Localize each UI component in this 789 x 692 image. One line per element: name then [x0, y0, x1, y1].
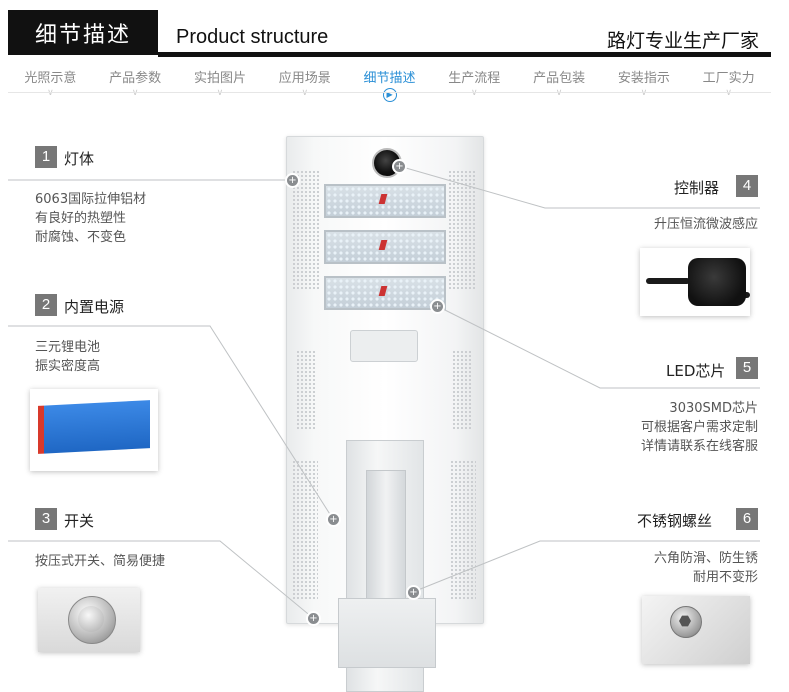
microwave-controller-image	[688, 258, 746, 306]
nav-item-lighting[interactable]: 光照示意 ∨	[8, 62, 93, 98]
vent-pattern	[452, 350, 472, 430]
play-circle-icon: ▶	[382, 88, 397, 102]
feature-title: 控制器	[674, 179, 720, 197]
chevron-down-icon: ∨	[216, 88, 224, 98]
vent-pattern	[292, 460, 318, 600]
nav-item-install[interactable]: 安装指示 ∨	[601, 62, 686, 98]
pole-rib	[366, 470, 406, 622]
feature-desc-line: 可根据客户需求定制	[640, 420, 758, 435]
marker-body[interactable]: +	[287, 175, 298, 186]
nav-item-label: 实拍图片	[193, 71, 246, 86]
nav-item-photos[interactable]: 实拍图片 ∨	[178, 62, 263, 98]
nav-item-label: 生产流程	[448, 71, 501, 86]
feature-number: 3	[35, 508, 57, 530]
feature-number: 2	[35, 294, 57, 316]
feature-desc-line: 升压恒流微波感应	[653, 217, 758, 232]
cable-image	[646, 278, 690, 284]
section-nav: 光照示意 ∨ 产品参数 ∨ 实拍图片 ∨ 应用场景 ∨ 细节描述 ▶ 生产流程 ∨ 产品包装…	[8, 62, 771, 102]
battery-pack-image	[38, 400, 150, 454]
section-subtitle-en: Product structure	[176, 26, 329, 48]
nav-item-packaging[interactable]: 产品包装 ∨	[517, 62, 602, 98]
nav-item-label: 光照示意	[24, 71, 77, 86]
feature-title: LED芯片	[666, 362, 726, 380]
feature-desc-line: 6063国际拉伸铝材	[35, 192, 147, 207]
feature-desc-line: 振实密度高	[35, 359, 101, 374]
marker-screw[interactable]: +	[408, 587, 419, 598]
nav-item-details[interactable]: 细节描述 ▶	[347, 62, 432, 102]
push-switch-center	[78, 606, 104, 632]
feature-number: 5	[736, 357, 758, 379]
feature-number: 4	[736, 175, 758, 197]
marker-controller[interactable]: +	[394, 161, 405, 172]
chevron-down-icon: ∨	[471, 88, 478, 98]
vent-pattern	[448, 170, 476, 290]
feature-desc-line: 耐用不变形	[692, 570, 758, 585]
nav-item-label: 应用场景	[278, 71, 331, 86]
feature-desc-line: 耐腐蚀、不变色	[35, 230, 127, 245]
chevron-down-icon: ∨	[47, 88, 54, 98]
battery-photo	[30, 389, 158, 471]
feature-title: 开关	[64, 512, 95, 530]
feature-title: 灯体	[64, 150, 95, 168]
led-module	[324, 184, 446, 218]
nav-item-scenes[interactable]: 应用场景 ∨	[262, 62, 347, 98]
nav-item-label: 安装指示	[617, 71, 670, 86]
feature-desc-line: 详情请联系在线客服	[640, 439, 758, 454]
nav-item-label: 细节描述	[363, 71, 416, 86]
header-rule	[158, 52, 771, 57]
nav-item-params[interactable]: 产品参数 ∨	[93, 62, 178, 98]
chevron-down-icon: ∨	[725, 88, 732, 98]
chevron-down-icon: ∨	[301, 88, 309, 98]
hex-socket	[679, 615, 691, 627]
vent-pattern	[292, 170, 320, 290]
mount-bracket	[350, 330, 418, 362]
controller-photo	[640, 248, 750, 316]
feature-title: 不锈钢螺丝	[637, 512, 713, 530]
nav-item-label: 产品参数	[109, 71, 162, 86]
feature-desc-line: 六角防滑、防生锈	[653, 551, 758, 566]
marker-power[interactable]: +	[328, 514, 339, 525]
switch-photo	[38, 588, 140, 652]
feature-desc-line: 有良好的热塑性	[35, 211, 127, 226]
nav-item-factory[interactable]: 工厂实力 ∨	[686, 62, 771, 98]
nav-divider	[8, 92, 771, 93]
feature-number: 1	[35, 146, 57, 168]
feature-desc-line: 3030SMD芯片	[669, 401, 758, 416]
pole-foot	[338, 598, 436, 668]
feature-number: 6	[736, 508, 758, 530]
chevron-down-icon: ∨	[640, 88, 648, 98]
screw-photo	[642, 596, 750, 664]
led-module	[324, 276, 446, 310]
nav-item-process[interactable]: 生产流程 ∨	[432, 62, 517, 98]
feature-desc-line: 三元锂电池	[35, 340, 101, 355]
marker-led[interactable]: +	[432, 301, 443, 312]
feature-title: 内置电源	[64, 298, 125, 316]
nav-item-label: 产品包装	[533, 71, 586, 86]
chevron-down-icon: ∨	[555, 88, 563, 98]
vent-pattern	[296, 350, 316, 430]
feature-desc-line: 按压式开关、简易便捷	[35, 554, 166, 569]
vent-pattern	[450, 460, 476, 600]
chevron-down-icon: ∨	[131, 88, 139, 98]
section-title: 细节描述	[8, 10, 158, 55]
nav-item-label: 工厂实力	[702, 71, 755, 86]
marker-switch[interactable]: +	[308, 613, 319, 624]
led-module	[324, 230, 446, 264]
brand-tagline: 路灯专业生产厂家	[606, 30, 759, 52]
